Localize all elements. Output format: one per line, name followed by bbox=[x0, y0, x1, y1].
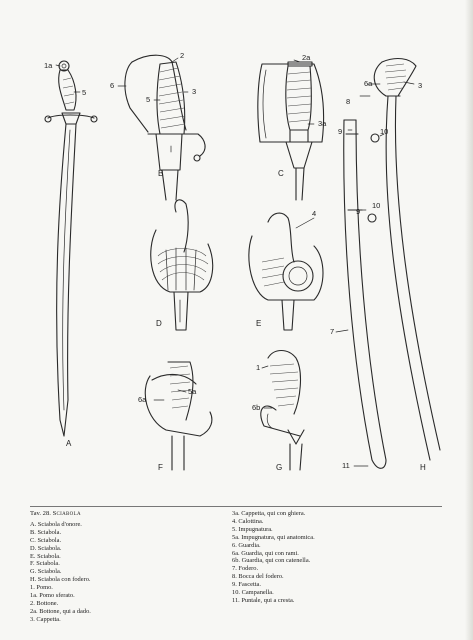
saber-f-drawing bbox=[144, 361, 213, 471]
page-edge-shadow bbox=[465, 0, 473, 640]
caption-item: 4. Calottina. bbox=[232, 517, 264, 525]
caption-divider bbox=[30, 506, 442, 507]
label-e: E bbox=[256, 319, 261, 328]
caption-item: 5a. Impugnatura, qui anatomica. bbox=[232, 533, 315, 541]
caption-item: A. Sciabola d'onore. bbox=[30, 520, 82, 528]
caption-item: 6a. Guardia, qui con rami. bbox=[232, 549, 299, 557]
caption-item: G. Sciabola. bbox=[30, 568, 62, 576]
caption-item: 3a. Cappetta, qui con ghiera. bbox=[232, 510, 306, 517]
callout-6a-f: 6a bbox=[138, 395, 147, 404]
caption-item: C. Sciabola. bbox=[30, 536, 62, 544]
caption-item: 9. Fascetta. bbox=[232, 581, 261, 589]
caption-title: Tav. 28. Sciabola bbox=[30, 510, 218, 518]
callout-1-g: 1 bbox=[256, 363, 260, 372]
callout-5a-f: 5a bbox=[188, 387, 197, 396]
caption-item: F. Sciabola. bbox=[30, 560, 60, 568]
caption-left-list: A. Sciabola d'onore.B. Sciabola.C. Sciab… bbox=[30, 521, 218, 624]
saber-e-drawing bbox=[248, 212, 324, 331]
caption-title-name: Sciabola bbox=[52, 510, 81, 517]
callout-10-h-lower: 10 bbox=[372, 201, 380, 210]
caption-item: 6. Guardia. bbox=[232, 541, 261, 549]
caption-item: 5. Impugnatura. bbox=[232, 525, 273, 533]
label-c: C bbox=[278, 169, 284, 178]
caption-item: 8. Bocca del fodero. bbox=[232, 573, 284, 581]
caption-right-column: 3a. Cappetta, qui con ghiera.4. Calottin… bbox=[232, 510, 420, 624]
callout-5-a: 5 bbox=[82, 88, 86, 97]
callout-2a-c: 2a bbox=[302, 53, 311, 62]
caption-item: 2. Bottone. bbox=[30, 599, 59, 607]
caption-item: B. Sciabola. bbox=[30, 528, 62, 536]
callout-10-h: 10 bbox=[380, 127, 388, 136]
caption-right-list: 3a. Cappetta, qui con ghiera.4. Calottin… bbox=[232, 510, 420, 605]
callout-9-h: 9 bbox=[338, 127, 342, 136]
saber-c-drawing bbox=[257, 61, 325, 201]
caption-item: 11. Puntale, qui a cresta. bbox=[232, 596, 295, 604]
callout-3-h: 3 bbox=[418, 81, 422, 90]
caption-left-column: Tav. 28. Sciabola A. Sciabola d'onore.B.… bbox=[30, 510, 218, 624]
callout-1a-a: 1a bbox=[44, 61, 53, 70]
saber-a-drawing bbox=[44, 60, 98, 437]
caption-item: E. Sciabola. bbox=[30, 552, 61, 560]
caption-item: 3. Cappetta. bbox=[30, 615, 61, 623]
saber-b-drawing bbox=[124, 54, 206, 201]
label-f: F bbox=[158, 463, 163, 472]
callout-9-h-lower: 9 bbox=[356, 207, 360, 216]
callout-3-b: 3 bbox=[192, 87, 196, 96]
callout-8-h: 8 bbox=[346, 97, 350, 106]
label-d: D bbox=[156, 319, 162, 328]
caption-item: 10. Campanella. bbox=[232, 589, 274, 597]
callout-4-e: 4 bbox=[312, 209, 316, 218]
caption-item: 7. Fodero. bbox=[232, 565, 259, 573]
caption-item: H. Sciabola con fodero. bbox=[30, 576, 91, 584]
saber-drawings: A B C D E F G H 1a 5 2 6 5 3 2a 3a 8 6a … bbox=[44, 51, 441, 472]
caption-item: 2a. Bottone, qui a dado. bbox=[30, 607, 91, 615]
callout-6b-g: 6b bbox=[252, 403, 260, 412]
callout-6a-h: 6a bbox=[364, 79, 373, 88]
caption-item: 1a. Pomo sferato. bbox=[30, 592, 75, 600]
callout-3a-c: 3a bbox=[318, 119, 327, 128]
label-g: G bbox=[276, 463, 282, 472]
saber-h-drawing bbox=[343, 57, 441, 469]
caption-item: 6b. Guardia, qui con catenella. bbox=[232, 557, 311, 565]
illustration-plate: A B C D E F G H 1a 5 2 6 5 3 2a 3a 8 6a … bbox=[44, 51, 441, 472]
caption-item: D. Sciabola. bbox=[30, 544, 62, 552]
callout-6-b: 6 bbox=[110, 81, 114, 90]
plate-caption: Tav. 28. Sciabola A. Sciabola d'onore.B.… bbox=[30, 510, 450, 624]
label-b: B bbox=[158, 169, 163, 178]
label-h: H bbox=[420, 463, 426, 472]
saber-d-drawing bbox=[150, 199, 214, 331]
saber-g-drawing bbox=[260, 349, 305, 471]
callout-11-h: 11 bbox=[342, 461, 350, 470]
caption-title-prefix: Tav. 28. bbox=[30, 510, 51, 517]
label-a: A bbox=[66, 439, 72, 448]
caption-item: 1. Pomo. bbox=[30, 584, 53, 592]
callout-2-b: 2 bbox=[180, 51, 184, 60]
callout-7-h: 7 bbox=[330, 327, 334, 336]
callout-5-b: 5 bbox=[146, 95, 150, 104]
